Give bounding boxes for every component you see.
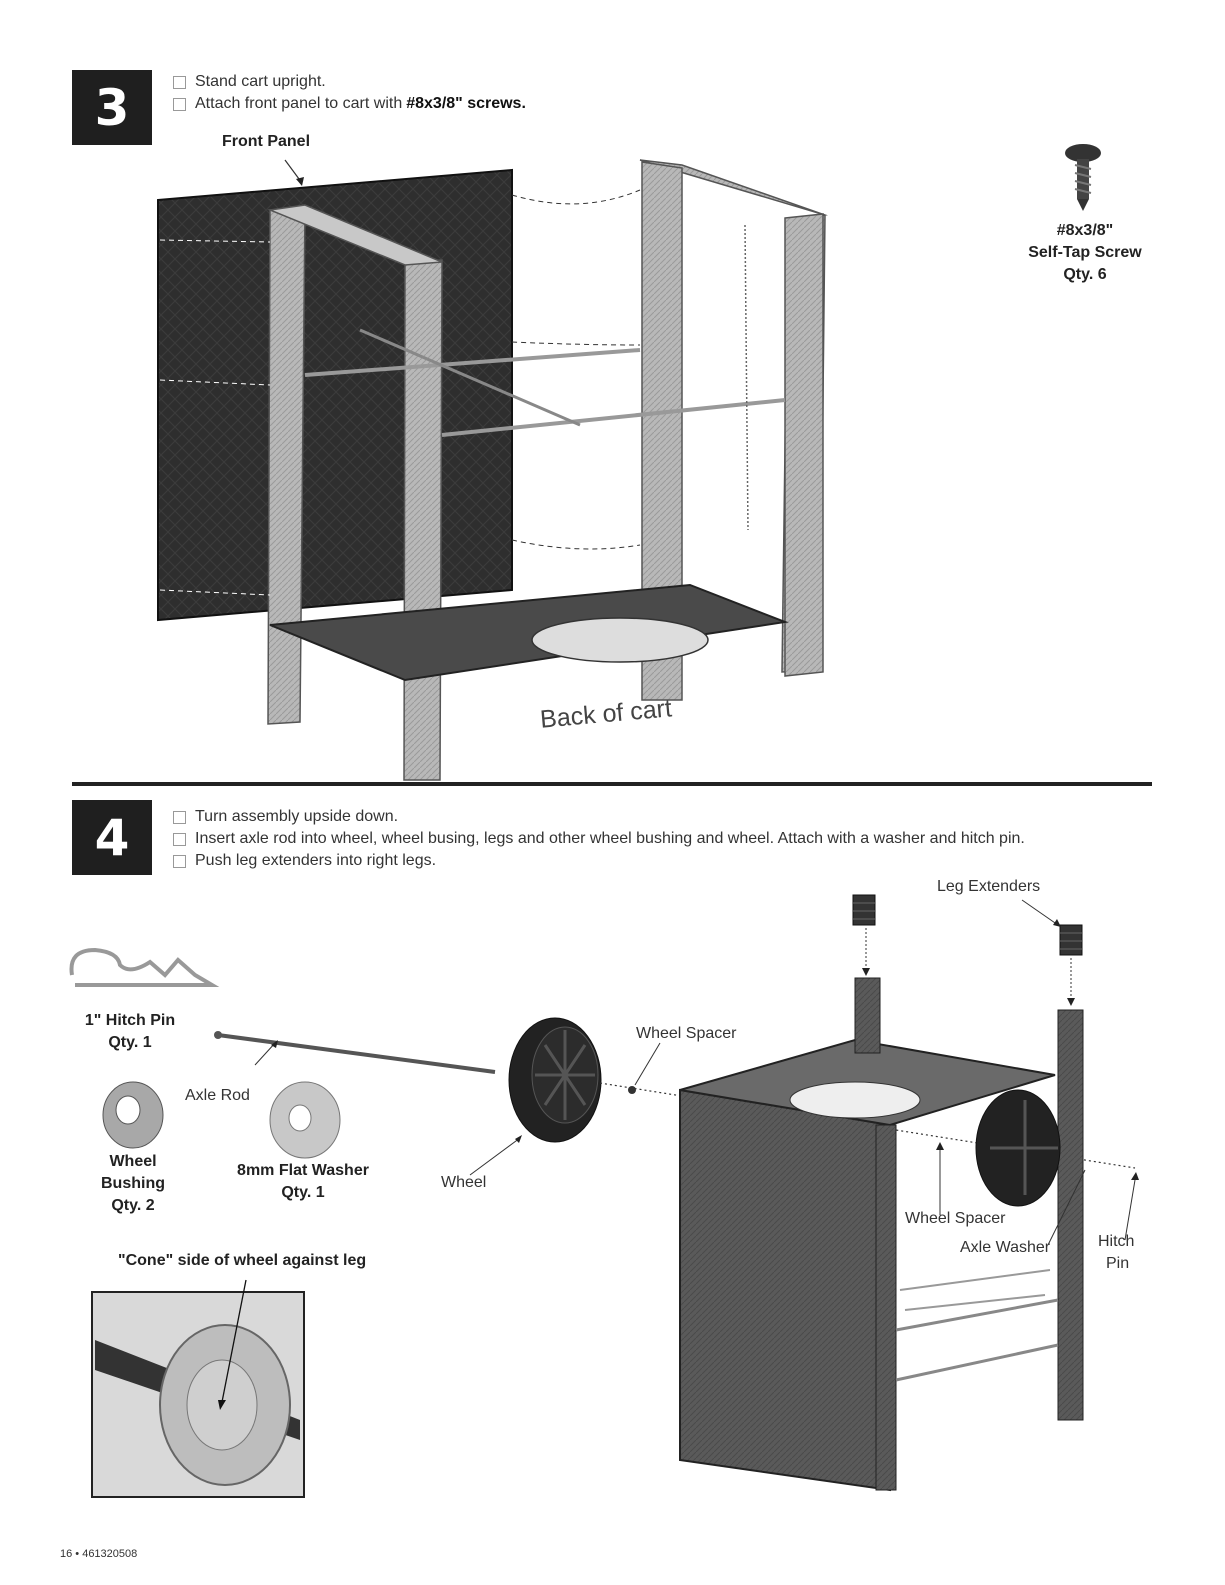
step-4-instruction-1: Turn assembly upside down. <box>173 806 1025 828</box>
flat-washer-icon <box>269 1081 341 1159</box>
checkbox-icon[interactable] <box>173 810 186 824</box>
cart-leg-right <box>1057 1009 1084 1421</box>
page-footer: 16 • 461320508 <box>60 1548 138 1560</box>
instruction-text: Stand cart upright. <box>195 73 326 90</box>
bottom-shelf <box>269 583 789 682</box>
hitch-pin-part-label: 1" Hitch Pin <box>84 1012 176 1029</box>
cart-side-panel <box>679 1088 891 1492</box>
wheel-label: Wheel <box>441 1174 487 1191</box>
step-4-instruction-3: Push leg extenders into right legs. <box>173 850 1025 872</box>
front-panel-label: Front Panel <box>222 133 311 150</box>
hitch-pin-label-1: Hitch <box>1098 1233 1135 1250</box>
axle-rod <box>217 1033 496 1074</box>
checkbox-icon[interactable] <box>173 854 186 868</box>
leg-extender-icon <box>1059 924 1083 956</box>
instruction-text: Push leg extenders into right legs. <box>195 852 437 869</box>
instruction-text: Insert axle rod into wheel, wheel busing… <box>195 830 1025 847</box>
wheel-bushing-qty-label: Qty. 2 <box>111 1197 155 1214</box>
step-4-badge: 4 <box>72 800 152 875</box>
tank-hole <box>531 617 709 663</box>
screw-type-label: Self-Tap Screw <box>1028 244 1142 261</box>
self-tap-screw-icon <box>1065 144 1101 211</box>
wheel-icon <box>508 1017 602 1143</box>
checkbox-icon[interactable] <box>173 832 186 846</box>
leg-extenders-label: Leg Extenders <box>937 878 1041 895</box>
instruction-text: Turn assembly upside down. <box>195 808 399 825</box>
flat-washer-label: 8mm Flat Washer <box>237 1162 369 1179</box>
step-4-number: 4 <box>94 808 130 867</box>
section-divider <box>72 782 1152 786</box>
step-4-instructions: Turn assembly upside down. Insert axle r… <box>173 806 1025 872</box>
step-3-instruction-2: Attach front panel to cart with #8x3/8" … <box>173 93 526 115</box>
step-3-number: 3 <box>94 78 130 137</box>
hitch-pin-icon <box>69 947 220 987</box>
cart-front-panel-illustration <box>157 144 1101 781</box>
hitch-pin-qty-label: Qty. 1 <box>108 1034 152 1051</box>
checkbox-icon[interactable] <box>173 75 186 89</box>
instruction-text: Attach front panel to cart with <box>195 95 403 112</box>
wheel-bushing-label-1: Wheel <box>109 1153 157 1170</box>
step-3-instructions: Stand cart upright. Attach front panel t… <box>173 71 526 115</box>
wheel-bushing-label-2: Bushing <box>101 1175 165 1192</box>
cone-note-label: "Cone" side of wheel against leg <box>118 1252 367 1269</box>
step-4-instruction-2: Insert axle rod into wheel, wheel busing… <box>173 828 1025 850</box>
cart-leg-left <box>854 977 881 1054</box>
axle-washer-label: Axle Washer <box>960 1239 1051 1256</box>
leg-extender-icon <box>852 894 876 926</box>
wheel-spacer-bottom-label: Wheel Spacer <box>905 1210 1006 1227</box>
step-3-badge: 3 <box>72 70 152 145</box>
wheel-bushing-icon <box>102 1081 164 1149</box>
step-3-instruction-1: Stand cart upright. <box>173 71 526 93</box>
wheel-spacer-top-label: Wheel Spacer <box>636 1025 737 1042</box>
screw-name-label: #8x3/8" <box>1056 222 1114 239</box>
flat-washer-qty-label: Qty. 1 <box>281 1184 325 1201</box>
axle-rod-label: Axle Rod <box>185 1087 250 1104</box>
instruction-bold: #8x3/8" screws. <box>406 95 526 112</box>
checkbox-icon[interactable] <box>173 97 186 111</box>
screw-qty-label: Qty. 6 <box>1063 266 1107 283</box>
hitch-pin-label-2: Pin <box>1106 1255 1130 1272</box>
